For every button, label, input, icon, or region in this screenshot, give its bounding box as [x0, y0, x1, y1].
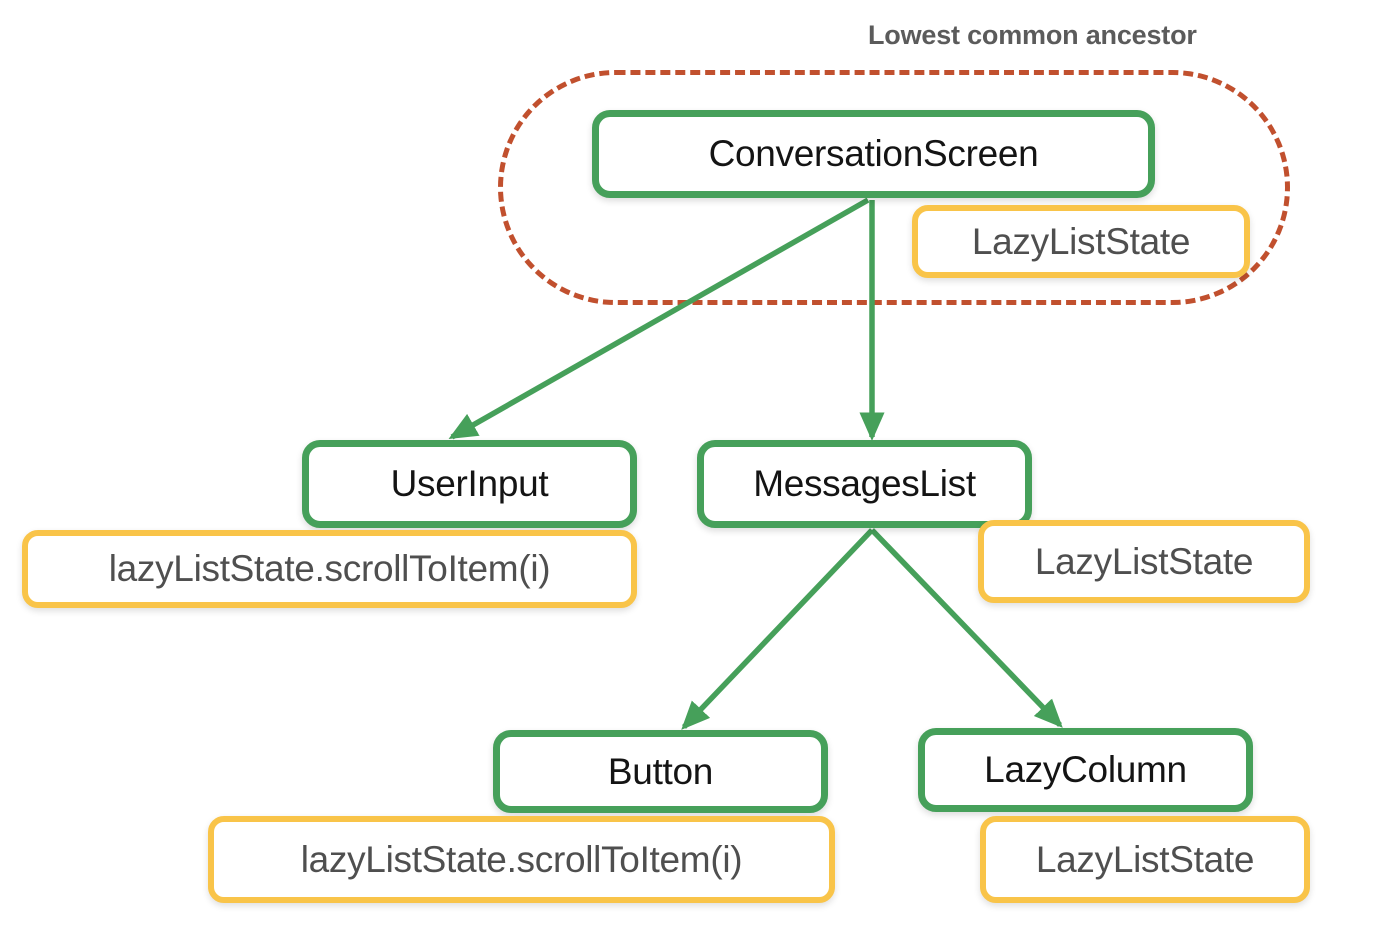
node-conversation-screen[interactable]: ConversationScreen	[592, 110, 1155, 198]
node-lazy-column[interactable]: LazyColumn	[918, 728, 1253, 812]
node-conversation-screen-state[interactable]: LazyListState	[912, 205, 1250, 278]
node-button-state[interactable]: lazyListState.scrollToItem(i)	[208, 816, 835, 903]
node-lazy-column-state[interactable]: LazyListState	[980, 816, 1310, 903]
node-button[interactable]: Button	[493, 730, 828, 813]
node-messages-list-state[interactable]: LazyListState	[978, 520, 1310, 603]
lowest-common-ancestor-region	[498, 70, 1290, 305]
lowest-common-ancestor-label: Lowest common ancestor	[868, 20, 1197, 50]
node-user-input[interactable]: UserInput	[302, 440, 637, 528]
node-user-input-state[interactable]: lazyListState.scrollToItem(i)	[22, 530, 637, 608]
node-messages-list[interactable]: MessagesList	[697, 440, 1032, 528]
edge-messageslist-to-button	[681, 528, 874, 730]
